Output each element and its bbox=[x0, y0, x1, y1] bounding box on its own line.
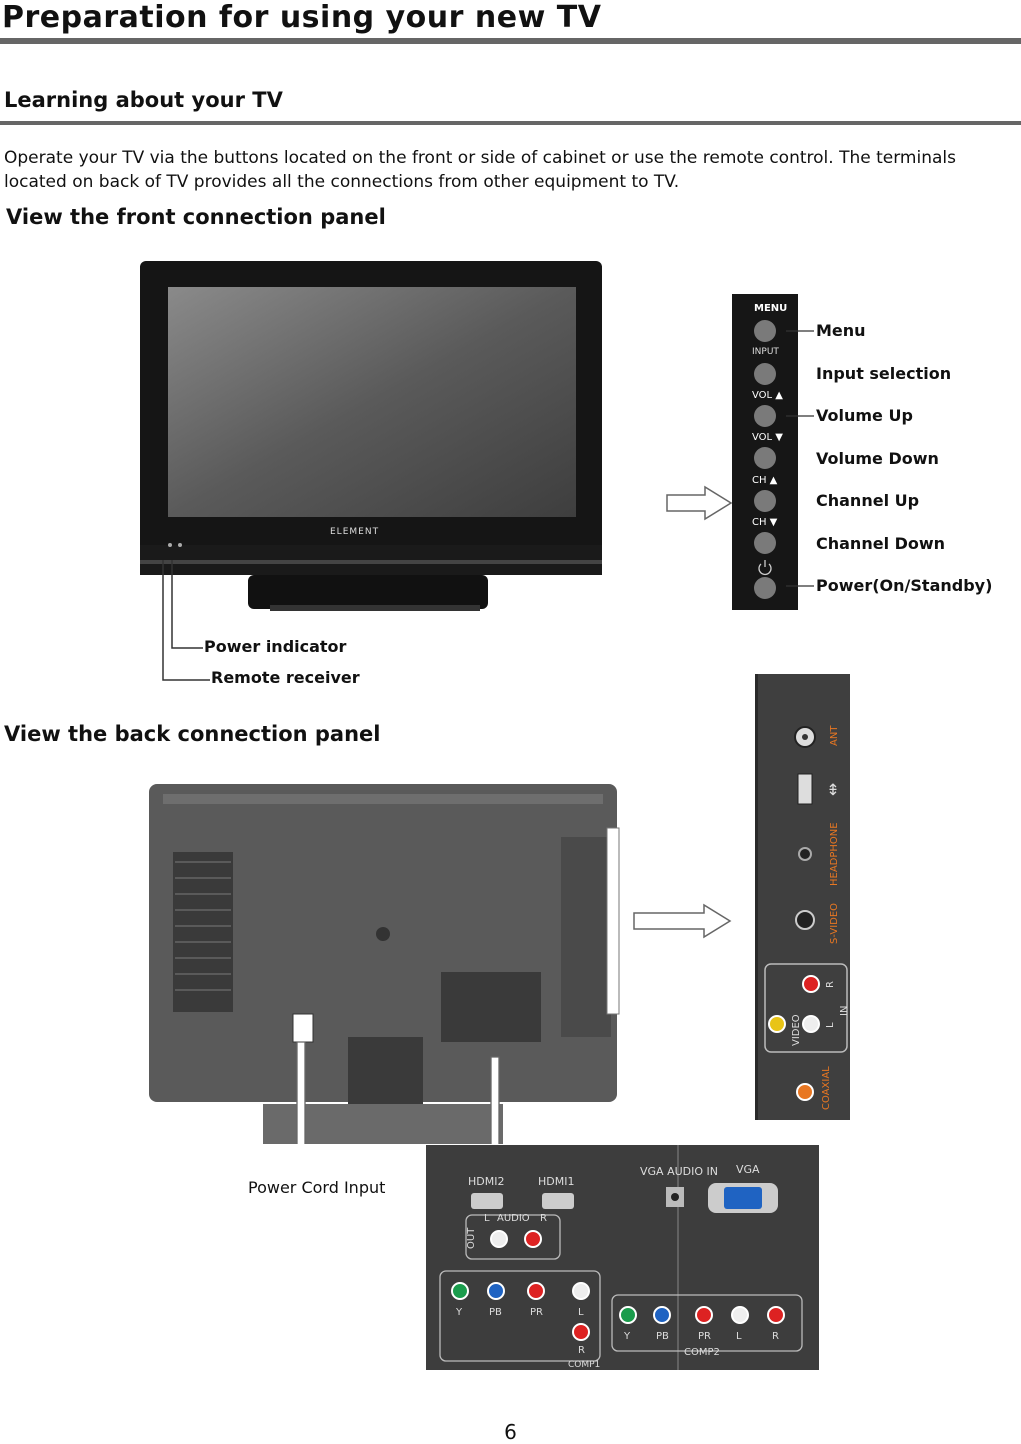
power-indicator-label: Power indicator bbox=[204, 637, 346, 656]
comp2-label: COMP2 bbox=[684, 1347, 720, 1358]
svideo-jack-icon bbox=[796, 911, 814, 929]
channel-down-label: Channel Down bbox=[816, 534, 945, 553]
comp1-r-jack-icon bbox=[573, 1324, 589, 1340]
in-label: IN bbox=[839, 1006, 850, 1016]
panel-label-input: INPUT bbox=[752, 347, 779, 357]
page-number: 6 bbox=[0, 1420, 1021, 1444]
page-title: Preparation for using your new TV bbox=[2, 0, 601, 35]
ch-up-button-icon bbox=[754, 490, 776, 512]
brand-logo: ELEMENT bbox=[330, 527, 379, 537]
power-label: Power(On/Standby) bbox=[816, 576, 992, 595]
audio-l-label: L bbox=[484, 1213, 490, 1224]
volume-up-label: Volume Up bbox=[816, 406, 913, 425]
intro-paragraph: Operate your TV via the buttons located … bbox=[4, 146, 1004, 194]
comp1-pr-label: PR bbox=[530, 1307, 543, 1318]
hdmi1-port-icon bbox=[542, 1193, 574, 1209]
comp2-y-jack-icon bbox=[620, 1307, 636, 1323]
vga-label: VGA bbox=[736, 1163, 760, 1176]
channel-up-label: Channel Up bbox=[816, 491, 919, 510]
input-button-icon bbox=[754, 363, 776, 385]
tv-back-image bbox=[143, 782, 621, 1144]
headphone-jack-icon bbox=[799, 848, 811, 860]
title-rule bbox=[0, 38, 1021, 44]
vol-down-button-icon bbox=[754, 447, 776, 469]
vga-audio-jack-icon bbox=[671, 1193, 679, 1201]
comp1-pb-jack-icon bbox=[488, 1283, 504, 1299]
audio-label: AUDIO bbox=[497, 1213, 530, 1224]
input-selection-label: Input selection bbox=[816, 364, 951, 383]
panel-label-vol-down: VOL ▼ bbox=[752, 432, 783, 443]
video-label: VIDEO bbox=[791, 1014, 802, 1046]
comp2-pb-jack-icon bbox=[654, 1307, 670, 1323]
comp2-r-jack-icon bbox=[768, 1307, 784, 1323]
section-rule bbox=[0, 121, 1021, 125]
video-jack-icon bbox=[769, 1016, 785, 1032]
comp2-y-label: Y bbox=[623, 1331, 631, 1342]
audio-out-l-jack-icon bbox=[491, 1231, 507, 1247]
l-label: L bbox=[825, 1022, 836, 1028]
remote-receiver-label: Remote receiver bbox=[211, 668, 360, 687]
comp1-label: COMP1 bbox=[568, 1360, 600, 1370]
svideo-label: S-VIDEO bbox=[829, 903, 840, 944]
vol-up-button-icon bbox=[754, 405, 776, 427]
comp2-l-jack-icon bbox=[732, 1307, 748, 1323]
arrow-right-icon bbox=[665, 485, 735, 521]
headphone-label: HEADPHONE bbox=[829, 822, 840, 886]
arrow-right-icon bbox=[632, 903, 732, 939]
panel-label-ch-down: CH ▼ bbox=[752, 517, 778, 528]
menu-label: Menu bbox=[816, 321, 866, 340]
audio-r-label: R bbox=[540, 1213, 547, 1224]
usb-symbol-icon: ⇹ bbox=[823, 783, 842, 796]
hdmi2-label: HDMI2 bbox=[468, 1175, 504, 1188]
comp2-pb-label: PB bbox=[656, 1331, 669, 1342]
power-button-icon bbox=[754, 577, 776, 599]
volume-down-label: Volume Down bbox=[816, 449, 939, 468]
comp1-pr-jack-icon bbox=[528, 1283, 544, 1299]
audio-l-jack-icon bbox=[803, 1016, 819, 1032]
audio-r-jack-icon bbox=[803, 976, 819, 992]
side-jacks: ⇹ ANT HEADPHONE S-VIDEO VIDEO L R IN COA… bbox=[755, 674, 850, 1120]
hdmi1-label: HDMI1 bbox=[538, 1175, 574, 1188]
comp1-y-label: Y bbox=[455, 1307, 463, 1318]
comp1-l-label: L bbox=[578, 1307, 584, 1318]
coaxial-jack-icon bbox=[797, 1084, 813, 1100]
panel-label-ch-up: CH ▲ bbox=[752, 475, 778, 486]
comp2-pr-jack-icon bbox=[696, 1307, 712, 1323]
section-title: Learning about your TV bbox=[4, 88, 283, 112]
out-label: OUT bbox=[466, 1227, 477, 1249]
comp2-r-label: R bbox=[772, 1331, 779, 1342]
button-leader-lines bbox=[786, 320, 816, 600]
comp1-l-jack-icon bbox=[573, 1283, 589, 1299]
coaxial-label: COAXIAL bbox=[821, 1066, 832, 1110]
comp1-pb-label: PB bbox=[489, 1307, 502, 1318]
power-cord-input-label: Power Cord Input bbox=[248, 1178, 385, 1197]
ant-label: ANT bbox=[829, 725, 840, 746]
ch-down-button-icon bbox=[754, 532, 776, 554]
back-panel-heading: View the back connection panel bbox=[4, 722, 381, 746]
vga-audio-in-label: VGA AUDIO IN bbox=[640, 1165, 718, 1178]
audio-out-r-jack-icon bbox=[525, 1231, 541, 1247]
vga-port-icon bbox=[724, 1187, 762, 1209]
menu-button-icon bbox=[754, 320, 776, 342]
hdmi2-port-icon bbox=[471, 1193, 503, 1209]
rear-jacks: HDMI2 HDMI1 VGA AUDIO IN VGA L AUDIO R O… bbox=[426, 1145, 819, 1370]
comp1-y-jack-icon bbox=[452, 1283, 468, 1299]
panel-label-vol-up: VOL ▲ bbox=[752, 390, 783, 401]
front-panel-heading: View the front connection panel bbox=[6, 205, 386, 229]
comp2-pr-label: PR bbox=[698, 1331, 711, 1342]
comp1-r-label: R bbox=[578, 1345, 585, 1356]
r-label: R bbox=[825, 981, 836, 988]
usb-port-icon bbox=[798, 774, 812, 804]
comp2-l-label: L bbox=[736, 1331, 742, 1342]
power-symbol-icon bbox=[759, 560, 771, 574]
panel-label-menu: MENU bbox=[754, 303, 787, 314]
